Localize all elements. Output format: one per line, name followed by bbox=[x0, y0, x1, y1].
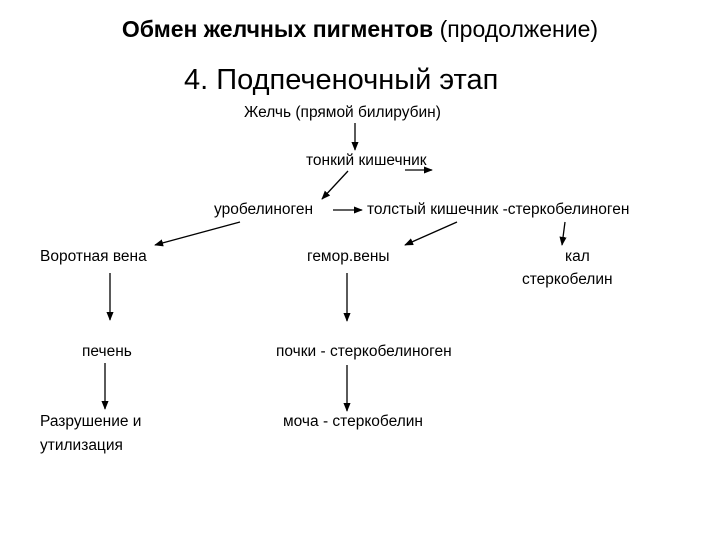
node-kidneys: почки - стеркобелиноген bbox=[276, 343, 452, 360]
node-feces: кал bbox=[565, 248, 590, 265]
arrow-small-intestine-to-urobilinogen bbox=[321, 170, 349, 200]
node-destruction-line-2: утилизация bbox=[40, 437, 123, 454]
node-portal-vein: Воротная вена bbox=[40, 248, 147, 265]
node-bile: Желчь (прямой билирубин) bbox=[244, 104, 441, 121]
page-subtitle: 4. Подпеченочный этап bbox=[184, 64, 499, 96]
node-liver: печень bbox=[82, 343, 132, 360]
title-bold: Обмен желчных пигментов bbox=[121, 16, 434, 42]
node-hemor-veins: гемор.вены bbox=[307, 248, 390, 265]
page-title: Обмен желчных пигментов (продолжение) bbox=[0, 16, 720, 42]
node-urobilinogen: уробелиноген bbox=[214, 201, 314, 218]
node-urine: моча - стеркобелин bbox=[283, 413, 423, 430]
arrow-large-intestine-to-hemor-veins bbox=[404, 221, 458, 246]
node-stercobilin: стеркобелин bbox=[522, 271, 613, 288]
node-large-intestine: толстый кишечник -стеркобелиноген bbox=[367, 201, 630, 218]
title-normal: (продолжение) bbox=[439, 16, 599, 42]
arrow-large-intestine-to-feces bbox=[559, 221, 567, 246]
arrow-urobilinogen-to-portal-vein bbox=[154, 221, 241, 247]
node-small-intestine: тонкий кишечник bbox=[306, 152, 427, 169]
node-destruction-line-1: Разрушение и bbox=[40, 413, 142, 430]
